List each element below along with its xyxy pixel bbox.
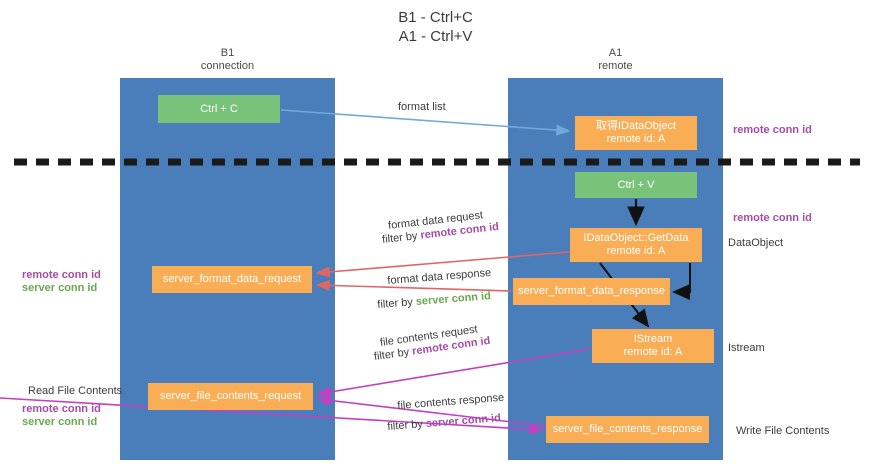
label-left-server-conn-id-1: server conn id xyxy=(22,282,98,294)
label-left-remote-conn-id-1: remote conn id xyxy=(22,269,101,281)
title-line-1: B1 - Ctrl+C xyxy=(398,9,473,26)
lane-header-a1: A1 remote xyxy=(508,47,723,73)
node-server-file-contents-response-label: server_file_contents_response xyxy=(552,423,703,435)
filter-by-text: filter by xyxy=(381,229,422,247)
node-server-format-data-response[interactable]: server_format_data_response xyxy=(513,278,670,305)
filter-by-text: filter by xyxy=(373,345,414,364)
lane-header-b1-subtitle: connection xyxy=(200,60,255,72)
node-idataobject-label: 取得IDataObject xyxy=(595,120,677,132)
label-remote-conn-id-top: remote conn id xyxy=(733,124,812,136)
server-conn-id-text: server conn id xyxy=(425,412,502,430)
label-istream: Istream xyxy=(728,342,765,354)
label-file-contents-response: file contents response xyxy=(396,391,505,413)
node-idataobject-getdata[interactable]: IDataObject::GetData remote id: A xyxy=(570,228,702,262)
node-server-file-contents-request[interactable]: server_file_contents_request xyxy=(148,383,313,410)
node-server-format-data-request[interactable]: server_format_data_request xyxy=(152,266,312,293)
label-format-data-response: format data response xyxy=(386,266,492,288)
node-getdata-label: IDataObject::GetData xyxy=(583,232,689,244)
node-istream-label: IStream xyxy=(633,333,673,345)
label-read-file-contents: Read File Contents xyxy=(28,385,123,397)
lane-header-b1-name: B1 xyxy=(220,47,235,59)
label-format-list: format list xyxy=(398,101,446,113)
label-write-file-contents: Write File Contents xyxy=(736,425,830,437)
node-server-file-contents-request-label: server_file_contents_request xyxy=(159,390,302,402)
lane-header-a1-subtitle: remote xyxy=(598,60,633,72)
label-filter-by-server-conn-id-2: filter by server conn id xyxy=(387,411,501,434)
node-idataobject[interactable]: 取得IDataObject remote id: A xyxy=(575,116,697,150)
lane-header-b1: B1 connection xyxy=(120,47,335,73)
node-ctrl-c[interactable]: Ctrl + C xyxy=(158,95,280,123)
node-ctrl-v-label: Ctrl + V xyxy=(617,178,655,191)
label-left-server-conn-id-2: server conn id xyxy=(22,416,98,428)
page-title: B1 - Ctrl+C A1 - Ctrl+V xyxy=(0,8,871,46)
filter-by-text: filter by xyxy=(386,418,427,434)
node-ctrl-v[interactable]: Ctrl + V xyxy=(575,172,697,198)
label-left-remote-conn-id-2: remote conn id xyxy=(22,403,101,415)
node-istream[interactable]: IStream remote id: A xyxy=(592,329,714,363)
label-remote-conn-id-mid: remote conn id xyxy=(733,212,812,224)
node-server-format-data-request-label: server_format_data_request xyxy=(162,273,302,285)
node-getdata-remote-id: remote id: A xyxy=(606,245,666,257)
node-server-format-data-response-label: server_format_data_response xyxy=(518,285,665,297)
node-server-file-contents-response[interactable]: server_file_contents_response xyxy=(546,416,709,443)
lane-header-a1-name: A1 xyxy=(608,47,623,59)
node-ctrl-c-label: Ctrl + C xyxy=(200,102,238,115)
filter-by-text: filter by xyxy=(376,296,417,312)
server-conn-id-text: server conn id xyxy=(415,290,492,308)
title-line-2: A1 - Ctrl+V xyxy=(398,28,473,45)
node-idataobject-remote-id: remote id: A xyxy=(606,133,666,145)
label-data-object: DataObject xyxy=(728,237,784,249)
label-filter-by-server-conn-id-1: filter by server conn id xyxy=(377,289,491,312)
node-istream-remote-id: remote id: A xyxy=(623,346,683,358)
